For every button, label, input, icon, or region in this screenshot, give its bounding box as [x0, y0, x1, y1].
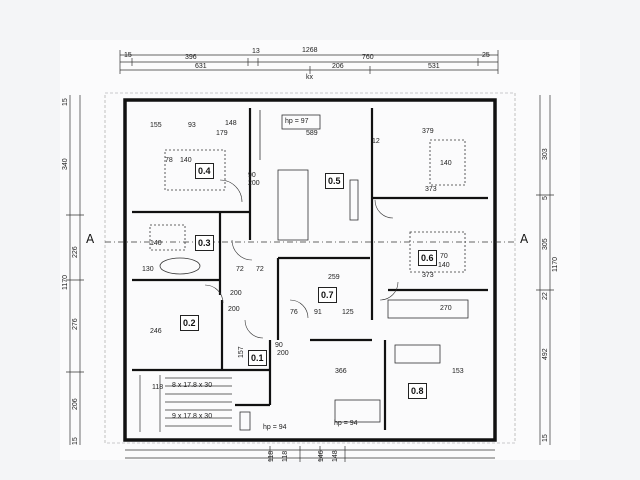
dim-label: 78: [165, 157, 173, 164]
door-swings: [204, 179, 399, 339]
dim-label: 379: [422, 128, 434, 135]
furniture: [149, 110, 469, 431]
dim-right: 492: [542, 348, 549, 360]
dim-bottom: 146: [318, 450, 325, 462]
dim-top-seg: 531: [428, 63, 440, 70]
dim-top-seg: 15: [124, 52, 132, 59]
dim-label: 130: [142, 266, 154, 273]
dim-label: 589: [306, 130, 318, 137]
dim-label: 200: [230, 290, 242, 297]
dim-top-seg: 13: [252, 48, 260, 55]
dim-label: 200: [248, 180, 260, 187]
dim-label: 373: [422, 272, 434, 279]
dim-bottom: 118: [282, 450, 289, 462]
side-dimension-lines: [66, 95, 554, 445]
dim-label: 155: [150, 122, 162, 129]
dim-label: 200: [228, 306, 240, 313]
dim-left: 226: [72, 246, 79, 258]
room-tag-0-3: 0.3: [195, 235, 214, 251]
dim-label: 118: [152, 384, 164, 391]
dim-right: 305: [542, 238, 549, 250]
room-tag-0-5: 0.5: [325, 173, 344, 189]
room-tag-0-1: 0.1: [248, 350, 267, 366]
dim-right: 22: [542, 292, 549, 300]
dim-left: 15: [72, 437, 79, 445]
ceiling-height-label: hp = 97: [285, 118, 309, 125]
dim-top-seg: 396: [185, 54, 197, 61]
roof-outline: [104, 92, 516, 444]
dim-label: 140: [440, 160, 452, 167]
dim-label: 153: [452, 368, 464, 375]
dim-label: 12: [372, 138, 380, 145]
dim-left: 276: [72, 318, 79, 330]
bottom-dimension-lines: [125, 446, 495, 462]
dim-top-kx: kx: [306, 74, 313, 81]
dim-label: 90: [248, 172, 256, 179]
dim-label: 179: [216, 130, 228, 137]
stair-spec-label: 9 x 17.8 x 30: [172, 413, 213, 420]
dim-left: 15: [62, 98, 69, 106]
dim-overall-width: 1268: [302, 47, 318, 54]
dim-top-seg: 206: [332, 63, 344, 70]
dim-label: 91: [314, 309, 322, 316]
dim-right: 15: [542, 434, 549, 442]
section-marker-left: A: [86, 232, 95, 246]
dim-label: 70: [440, 253, 448, 260]
dim-top-seg: 760: [362, 54, 374, 61]
dim-bottom: 148: [332, 450, 339, 462]
ceiling-height-label: hp = 94: [334, 420, 358, 427]
dim-label: 76: [290, 309, 298, 316]
room-tag-0-2: 0.2: [180, 315, 199, 331]
outer-walls: [123, 98, 497, 442]
dim-label: 93: [188, 122, 196, 129]
dim-label: 259: [328, 274, 340, 281]
dim-label: 200: [277, 350, 289, 357]
dim-top-seg: 631: [195, 63, 207, 70]
room-tag-0-7: 0.7: [318, 287, 337, 303]
dim-label: 246: [150, 328, 162, 335]
dim-label: 140: [180, 157, 192, 164]
dim-right: 1170: [552, 256, 559, 272]
dim-label: 140: [150, 240, 162, 247]
dim-right: 303: [542, 148, 549, 160]
dim-label: 148: [225, 120, 237, 127]
dim-label: 72: [236, 266, 244, 273]
dim-left: 340: [62, 158, 69, 170]
dim-label: 366: [335, 368, 347, 375]
dim-label: 72: [256, 266, 264, 273]
section-marker-right: A: [520, 232, 529, 246]
room-tag-0-6: 0.6: [418, 250, 437, 266]
dim-right: 5: [542, 196, 549, 200]
dim-left: 206: [72, 398, 79, 410]
ceiling-height-label: hp = 94: [263, 424, 287, 431]
stair-spec-label: 8 x 17.8 x 30: [172, 382, 213, 389]
dim-label: 373: [425, 186, 437, 193]
room-tag-0-4: 0.4: [195, 163, 214, 179]
dim-bottom: 118: [268, 450, 275, 462]
dim-label: 140: [438, 262, 450, 269]
dim-label: 90: [275, 342, 283, 349]
top-dimension-lines: [119, 50, 499, 74]
dim-left: 1170: [62, 274, 69, 290]
dim-top-seg: 25: [482, 52, 490, 59]
dim-label: 270: [440, 305, 452, 312]
interior-walls: [132, 108, 488, 430]
room-tag-0-8: 0.8: [408, 383, 427, 399]
dim-label: 125: [342, 309, 354, 316]
staircase: [139, 375, 232, 432]
dim-label: 157: [238, 346, 245, 358]
